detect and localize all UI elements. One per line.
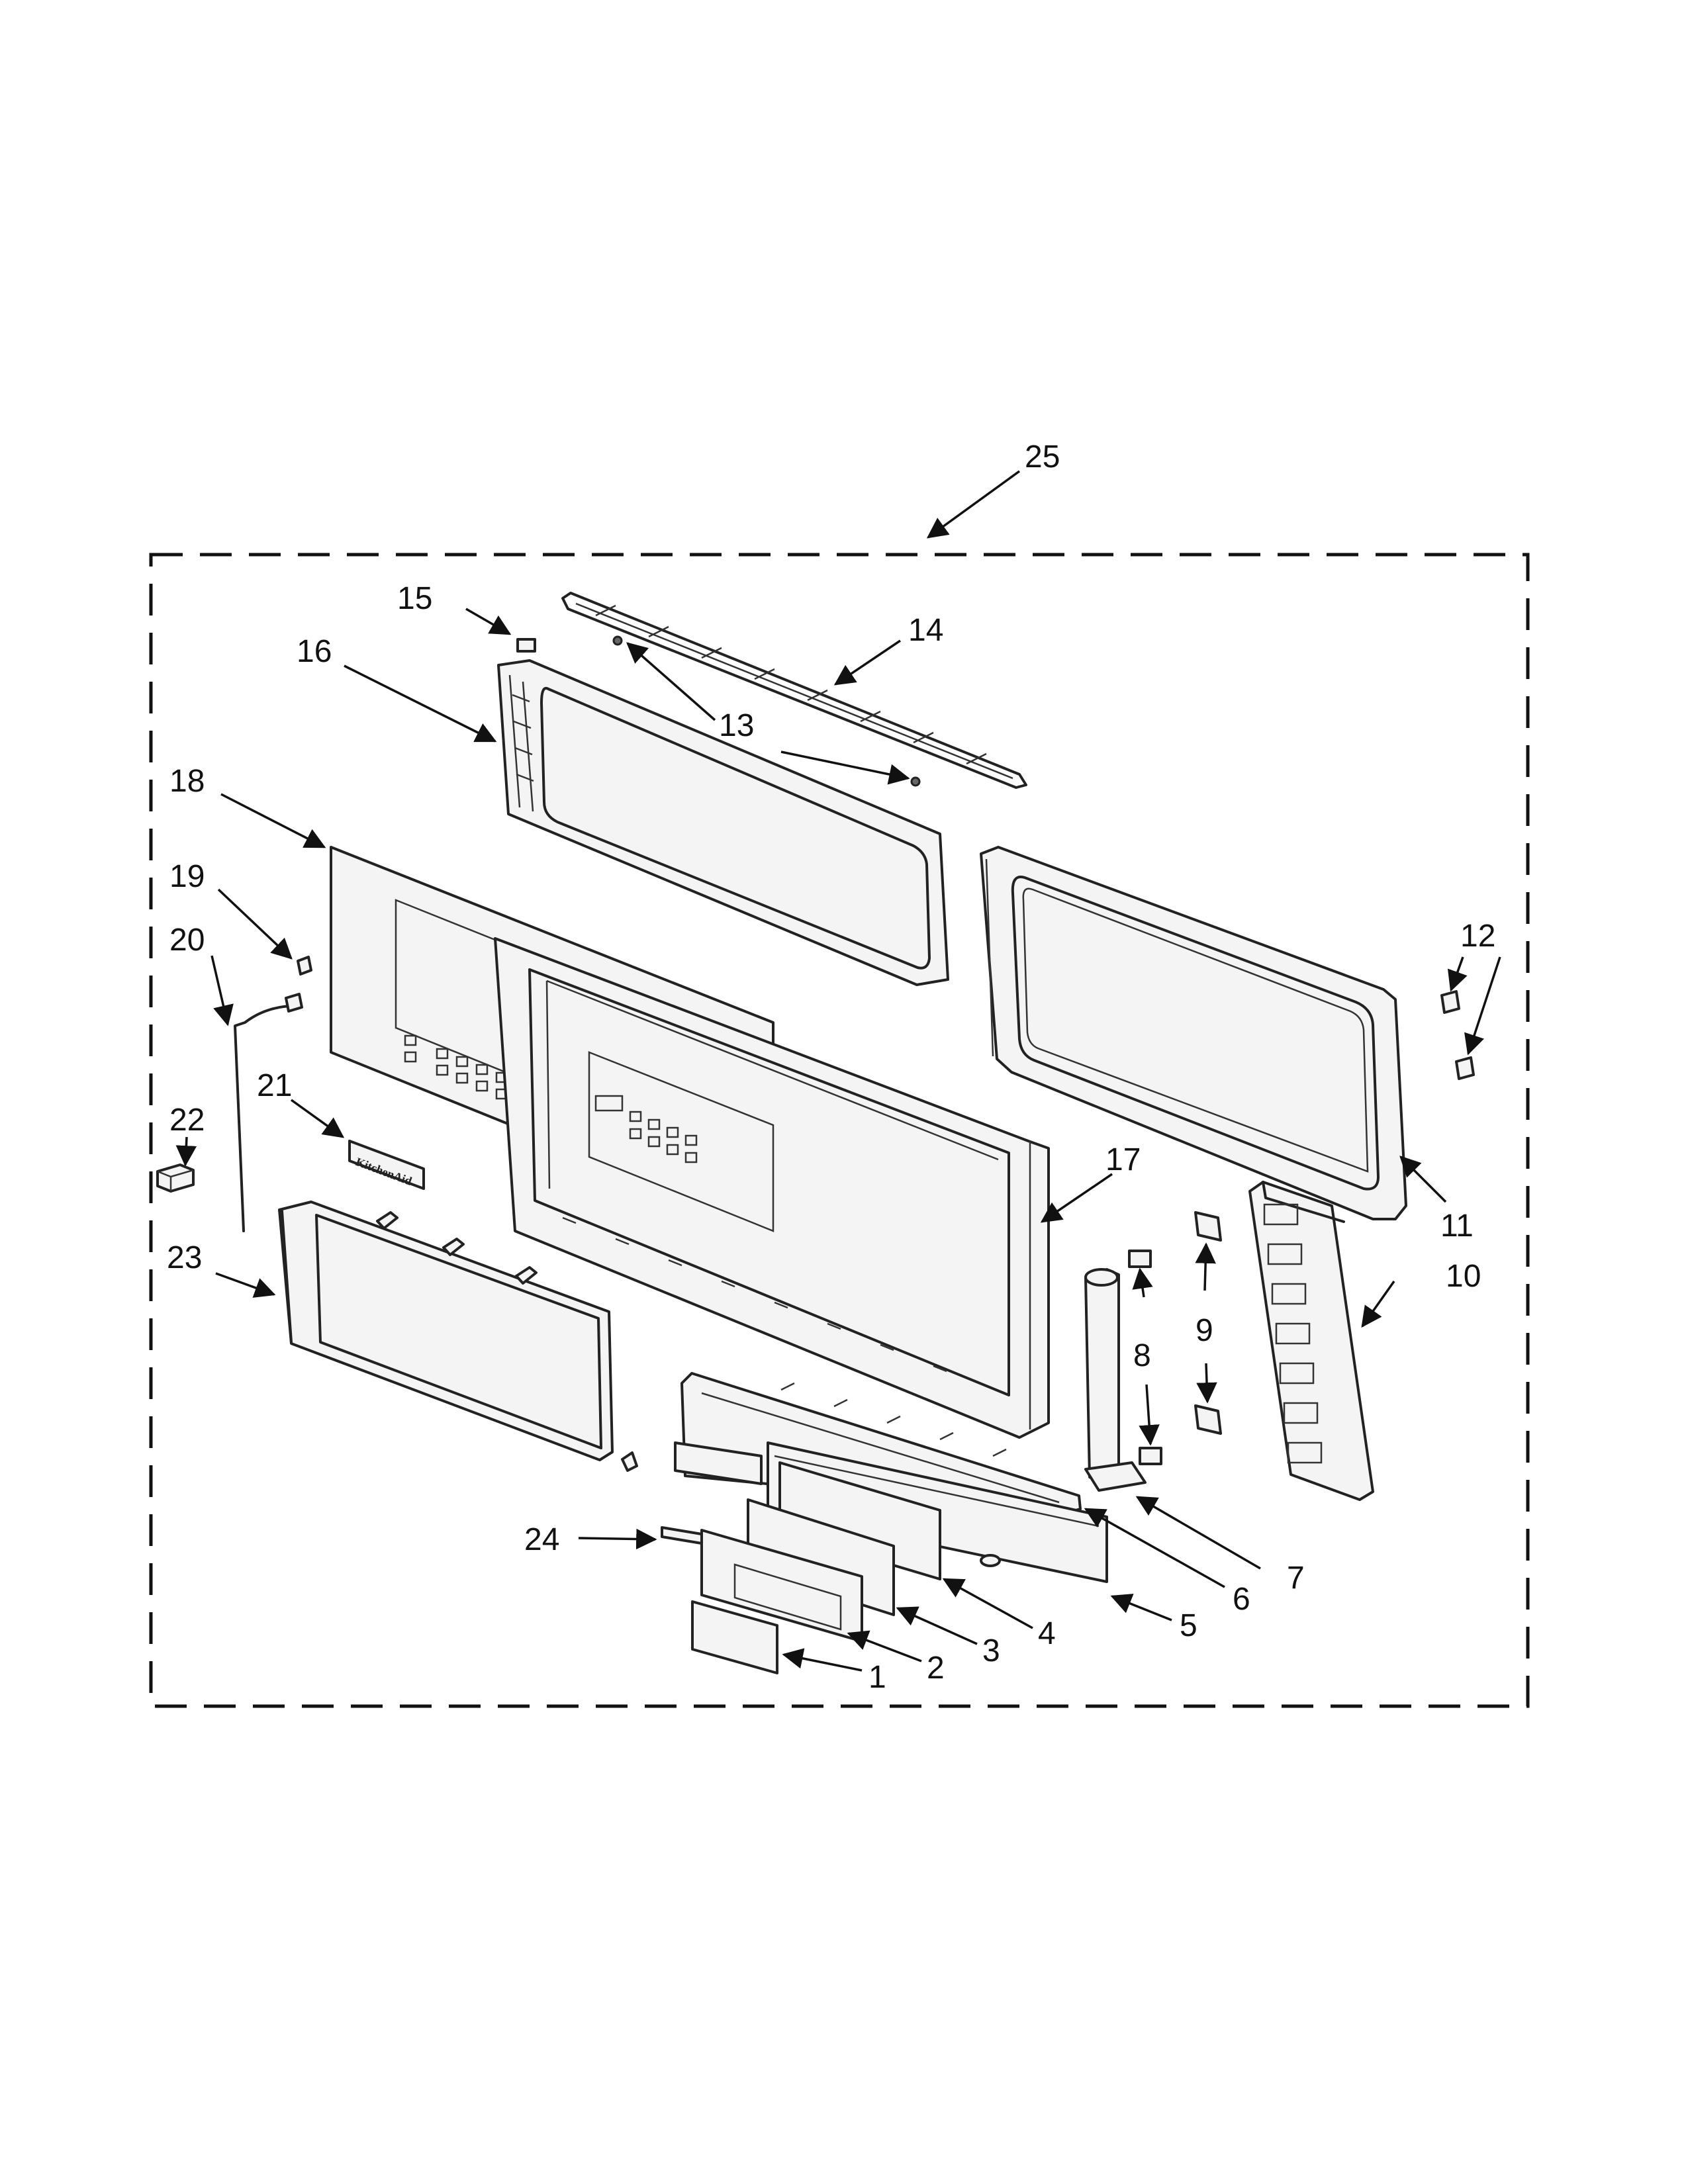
callout-1: 1: [868, 1660, 886, 1695]
part-8-switch-lower: [1139, 1447, 1162, 1465]
part-16-inner-door-frame: [497, 659, 949, 986]
callout-19: 19: [169, 859, 205, 894]
callout-9: 9: [1196, 1313, 1213, 1348]
part-11-door-choke-frame: [980, 846, 1407, 1220]
callout-6: 6: [1233, 1582, 1250, 1617]
callout-2: 2: [927, 1651, 945, 1686]
callout-20: 20: [169, 923, 205, 958]
callout-3: 3: [982, 1633, 1000, 1668]
callout-5: 5: [1180, 1608, 1197, 1643]
part-12-latch-hook-lower: [1455, 1056, 1475, 1080]
part-10-latch-housing: [1248, 1181, 1374, 1501]
part-20-wire-harness: [234, 993, 303, 1232]
part-15-clip: [516, 638, 536, 653]
callout-22: 22: [169, 1103, 205, 1138]
callout-23: 23: [167, 1240, 202, 1275]
leader-lines: [175, 470, 1501, 1672]
callout-12: 12: [1460, 919, 1495, 954]
callout-18: 18: [169, 764, 205, 799]
part-19-connector: [297, 956, 312, 976]
part-24-ribbon-cable: [661, 1526, 703, 1545]
assembly-boundary: [149, 553, 1530, 1708]
callout-10: 10: [1446, 1259, 1481, 1294]
callout-15: 15: [397, 581, 432, 616]
part-13-screw-top: [612, 635, 623, 646]
part-13-screw-right: [910, 776, 921, 787]
callout-17: 17: [1105, 1142, 1141, 1177]
part-1-lens-cover: [691, 1600, 778, 1674]
callout-24: 24: [524, 1522, 559, 1557]
part-22-bracket: [156, 1163, 195, 1193]
callout-25: 25: [1025, 439, 1060, 475]
callout-7: 7: [1287, 1561, 1305, 1596]
callout-8: 8: [1133, 1338, 1151, 1373]
part-17-outer-door-frame: [494, 937, 1050, 1439]
callout-14: 14: [908, 613, 943, 648]
part-21-nameplate-badge: KitchenAid: [348, 1140, 425, 1190]
callout-11: 11: [1440, 1208, 1474, 1244]
part-9-plate-upper: [1194, 1211, 1222, 1242]
callout-13: 13: [719, 708, 754, 743]
callout-4: 4: [1038, 1616, 1056, 1651]
callout-16: 16: [297, 634, 332, 669]
part-7-handle-tube: [1084, 1268, 1147, 1492]
part-9-plate-lower: [1194, 1404, 1222, 1435]
part-12-latch-hook-upper: [1440, 990, 1460, 1014]
part-23-door-glass-panel: [278, 1201, 638, 1472]
callout-labels: 25 14 15 16 13 18 19 20 21 22 23 17 12 1…: [167, 439, 1495, 1695]
part-14-door-top-strip: [561, 592, 1027, 789]
callout-21: 21: [257, 1068, 292, 1103]
part-8-switch-upper: [1128, 1250, 1152, 1268]
